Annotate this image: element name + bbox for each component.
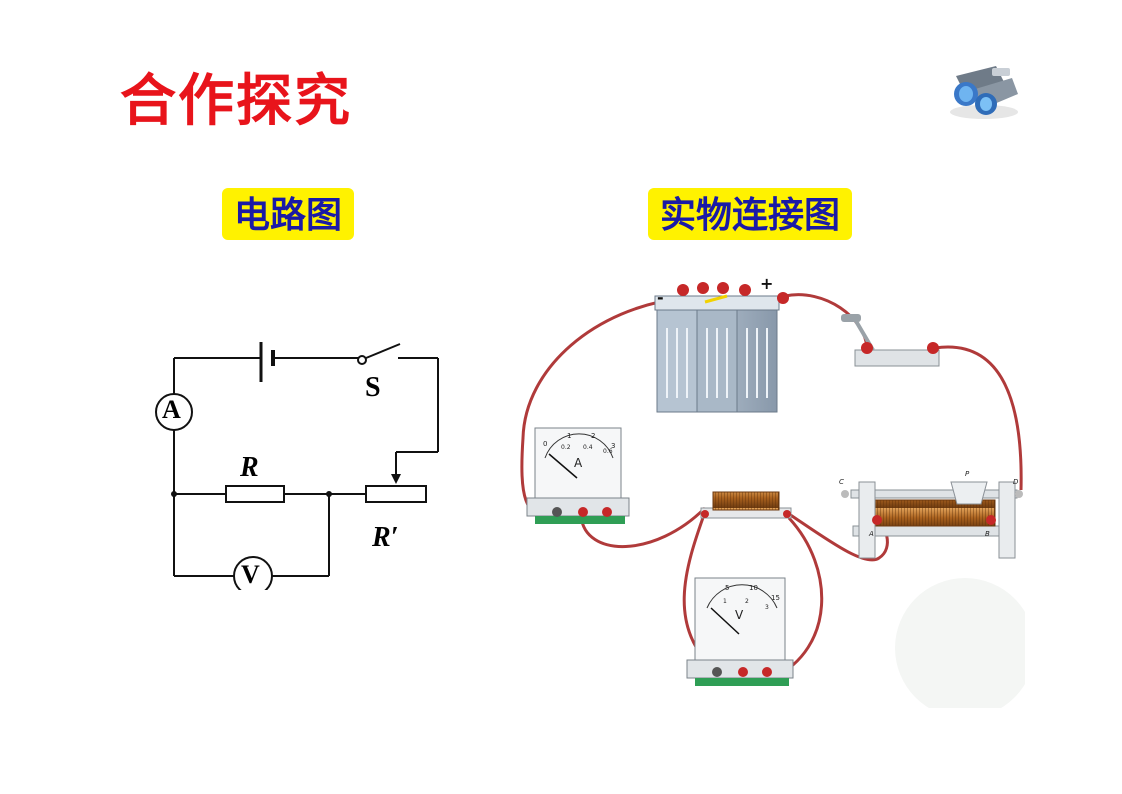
rheostat-symbol: [365, 485, 427, 503]
battery-minus-label: -: [657, 288, 664, 307]
switch-pivot: [357, 355, 367, 365]
circuit-schematic: A V S R R′: [140, 280, 460, 596]
voltmeter-label: V: [241, 560, 260, 589]
rheostat-label: R′: [372, 522, 399, 553]
voltmeter-tick: 1: [723, 598, 727, 605]
switch-blade: [365, 343, 401, 359]
rheostat-terminal-c: C: [839, 478, 844, 486]
battery-pack: [654, 282, 789, 413]
voltmeter-tick: 5: [725, 584, 730, 592]
knife-switch: [841, 314, 940, 367]
physical-circuit: - + A 0 1 2 3 0.2 0.4 0.6 V 5 10 15 1 2 …: [505, 268, 1035, 718]
rheostat-terminal-b: B: [985, 530, 990, 538]
voltmeter-tick: 10: [749, 584, 758, 592]
resistor-label: R: [240, 452, 259, 483]
rheostat-device: [841, 481, 1023, 559]
voltmeter-device: [686, 577, 794, 686]
rheostat-terminal-d: D: [1013, 478, 1019, 486]
voltmeter-tick: 2: [745, 598, 749, 605]
resistor-symbol: [225, 485, 285, 503]
resistor-device: [700, 491, 792, 519]
circuit-diagram-label: 电路图: [222, 188, 355, 240]
voltmeter-letter: V: [735, 608, 744, 622]
ammeter-tick: 0.2: [561, 444, 571, 451]
voltmeter-tick: 15: [771, 594, 780, 602]
ammeter-label: A: [162, 395, 181, 424]
ammeter-tick: 3: [611, 442, 616, 450]
voltmeter-tick: 3: [765, 604, 769, 611]
rheostat-arrow: [391, 474, 401, 484]
ammeter-tick: 1: [567, 432, 572, 440]
rheostat-terminal-p: P: [965, 470, 970, 478]
physical-connection-label: 实物连接图: [648, 188, 853, 240]
ammeter-device: [526, 427, 630, 524]
rheostat-terminal-a: A: [869, 530, 874, 538]
binoculars-icon: [946, 62, 1022, 126]
page-title: 合作探究: [120, 69, 352, 134]
ammeter-tick: 0: [543, 440, 548, 448]
switch-label: S: [365, 372, 381, 403]
ammeter-letter: A: [574, 456, 583, 470]
ammeter-tick: 0.4: [583, 444, 593, 451]
battery-plus-label: +: [760, 274, 774, 293]
ammeter-tick: 0.6: [603, 448, 613, 455]
ammeter-tick: 2: [591, 432, 596, 440]
